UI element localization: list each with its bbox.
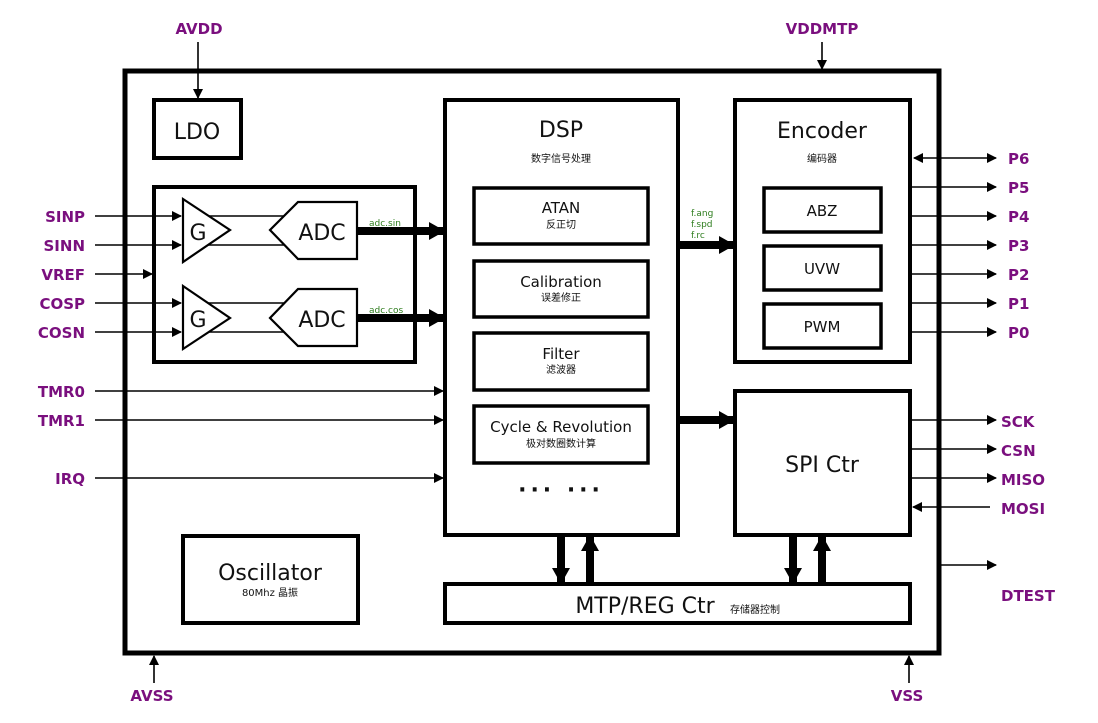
pin-p4: P4 — [1008, 208, 1029, 226]
pin-p0: P0 — [1008, 324, 1029, 342]
atan-title: ATAN — [542, 199, 581, 217]
pin-sinn: SINN — [44, 237, 86, 255]
pin-vref: VREF — [41, 266, 85, 284]
mtp-reg-ctr-title: MTP/REG Ctr — [575, 594, 715, 619]
ldo-label: LDO — [174, 120, 221, 145]
gain-label-cos: G — [189, 308, 206, 333]
pin-vddmtp: VDDMTP — [786, 20, 859, 38]
pin-cosn: COSN — [38, 324, 85, 342]
signal-f-rc: f.rc — [691, 231, 705, 241]
atan-subtitle: 反正切 — [546, 219, 576, 231]
pin-vss: VSS — [891, 687, 924, 705]
pin-mosi: MOSI — [1001, 500, 1045, 518]
dsp-subtitle: 数字信号处理 — [531, 152, 591, 165]
adc-sin — [268, 200, 359, 261]
pin-dtest: DTEST — [1001, 587, 1056, 605]
dsp-more-ellipsis: ··· ··· — [518, 478, 604, 503]
dsp-cycle-revolution-block — [472, 404, 650, 465]
oscillator-block — [181, 534, 360, 625]
pin-tmr1: TMR1 — [38, 412, 85, 430]
cycle-revolution-subtitle: 极对数圈数计算 — [526, 437, 596, 450]
spi-pins: SCK CSN MISO MOSI — [912, 413, 1045, 518]
pin-p5: P5 — [1008, 179, 1029, 197]
adc-label-sin: ADC — [298, 221, 345, 246]
dsp-title: DSP — [539, 118, 583, 143]
encoder-subtitle: 编码器 — [807, 152, 837, 165]
dsp-filter-block — [472, 331, 650, 392]
uvw-label: UVW — [804, 260, 840, 278]
spi-ctr-block — [733, 389, 912, 537]
afe-channel-sin: G ADC — [181, 196, 359, 265]
dsp-atan-block — [472, 186, 650, 246]
pin-tmr0: TMR0 — [38, 383, 85, 401]
encoder-pins: P6 P5 P4 P3 P2 P1 P0 — [912, 150, 1029, 342]
encoder-uvw-block — [762, 244, 883, 292]
pin-sinp: SINP — [45, 208, 85, 226]
signal-adc-cos: adc.cos — [369, 306, 403, 316]
oscillator-title: Oscillator — [218, 561, 323, 586]
spi-ctr-label: SPI Ctr — [785, 453, 860, 478]
gain-amp-sin — [181, 196, 232, 265]
pin-p3: P3 — [1008, 237, 1029, 255]
adc-cos — [268, 287, 359, 348]
dsp-calibration-block — [472, 259, 650, 319]
left-pins: SINP SINN VREF COSP COSN TMR0 TMR1 IRQ — [38, 208, 444, 488]
signal-adc-sin: adc.sin — [369, 219, 401, 229]
mtp-reg-ctr-subtitle: 存储器控制 — [730, 603, 780, 616]
pin-avdd: AVDD — [175, 20, 222, 38]
ldo-block — [152, 98, 243, 160]
signal-f-ang: f.ang — [691, 209, 713, 219]
pin-p6: P6 — [1008, 150, 1029, 168]
gain-amp-cos — [181, 283, 232, 352]
pin-irq: IRQ — [55, 470, 85, 488]
afe-channel-cos: G ADC — [181, 283, 359, 352]
pwm-label: PWM — [804, 318, 841, 336]
calibration-title: Calibration — [520, 273, 602, 291]
pin-cosp: COSP — [39, 295, 85, 313]
adc-label-cos: ADC — [298, 308, 345, 333]
calibration-subtitle: 误差修正 — [541, 291, 581, 304]
encoder-pwm-block — [762, 302, 883, 350]
signal-f-spd: f.spd — [691, 220, 713, 230]
encoder-abz-block — [762, 186, 883, 234]
mtp-reg-ctr-block — [443, 582, 912, 625]
encoder-title: Encoder — [777, 119, 868, 144]
pin-csn: CSN — [1001, 442, 1036, 460]
filter-subtitle: 滤波器 — [546, 363, 576, 376]
pin-sck: SCK — [1001, 413, 1036, 431]
pin-p2: P2 — [1008, 266, 1029, 284]
abz-label: ABZ — [807, 202, 838, 220]
pin-miso: MISO — [1001, 471, 1045, 489]
cycle-revolution-title: Cycle & Revolution — [490, 418, 632, 436]
oscillator-subtitle: 80Mhz 晶振 — [242, 586, 298, 599]
pin-avss: AVSS — [130, 687, 173, 705]
pin-p1: P1 — [1008, 295, 1029, 313]
filter-title: Filter — [542, 345, 580, 363]
gain-label-sin: G — [189, 221, 206, 246]
